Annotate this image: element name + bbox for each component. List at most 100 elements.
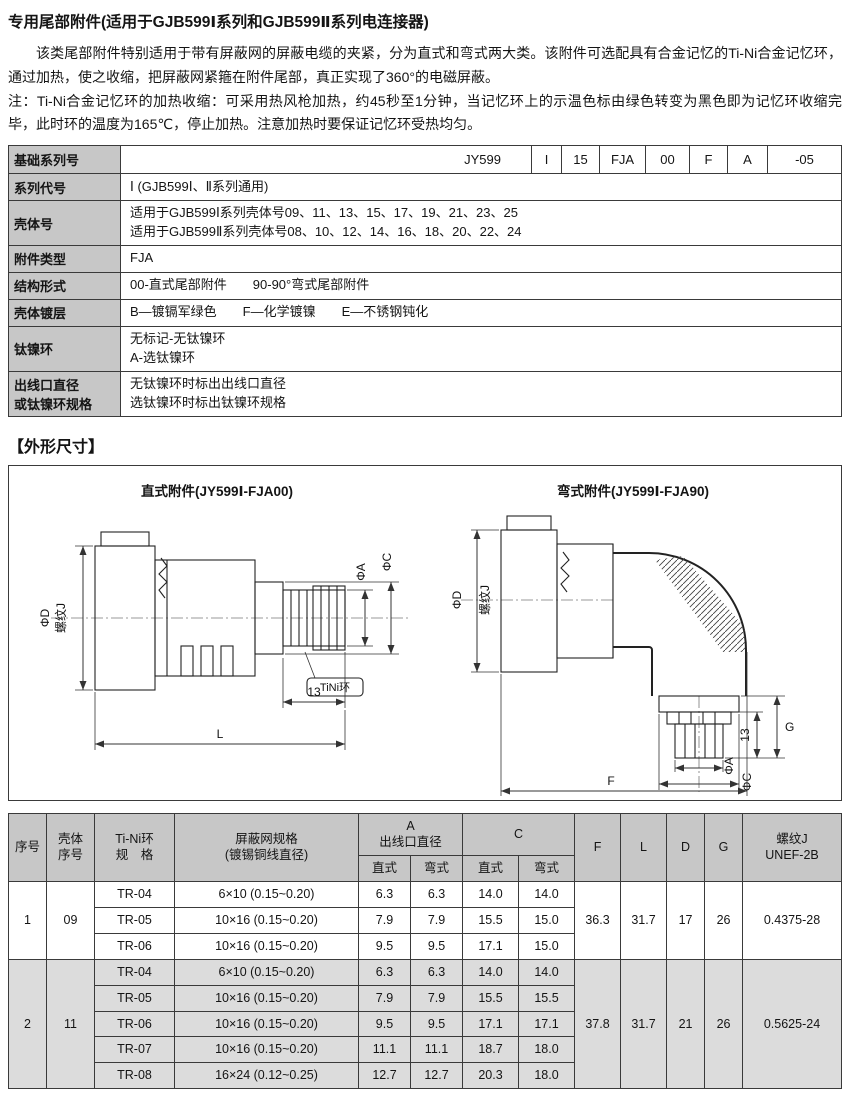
cell-index: 1 xyxy=(8,881,47,960)
ordering-row: 壳体镀层 B—镀镉军绿色 F—化学镀镍 E—不锈钢钝化 xyxy=(9,298,841,326)
ordering-code-table: 基础系列号 JY599 I 15 FJA 00 F A -05 系列代号 Ⅰ (… xyxy=(8,145,842,417)
phi-a-label: ΦA xyxy=(722,757,736,775)
subheader-c-bent: 弯式 xyxy=(518,855,576,883)
thread-symbol xyxy=(158,557,168,598)
cell-c-straight: 17.1 xyxy=(462,1010,520,1038)
straight-connector-outline xyxy=(94,531,346,691)
clamp-finger xyxy=(220,645,234,677)
cell-ring: TR-05 xyxy=(94,984,175,1012)
cell-c-bent: 17.1 xyxy=(518,1010,576,1038)
dim-g-label: G xyxy=(785,720,794,734)
cell-d: 21 xyxy=(666,958,706,1090)
straight-dimensions: ΦD 螺纹J ΦA ΦC TiNi环 xyxy=(38,545,399,750)
thread-j-label: 螺纹J xyxy=(478,585,492,615)
cell-a-straight: 9.5 xyxy=(358,1010,411,1038)
cell-g: 26 xyxy=(704,881,744,960)
ordering-row-label: 出线口直径 或钛镍环规格 xyxy=(9,371,121,416)
cell-ring: TR-06 xyxy=(94,932,175,960)
cell-a-bent: 6.3 xyxy=(409,881,464,909)
table-row: TR-06 10×16 (0.15~0.20) 9.5 9.5 17.1 17.… xyxy=(9,1010,842,1038)
cell-c-straight: 15.5 xyxy=(462,907,520,934)
table-row: 2 11 TR-04 6×10 (0.15~0.20) 6.3 6.3 14.0… xyxy=(8,958,842,1090)
cell-mesh: 10×16 (0.15~0.20) xyxy=(174,1036,359,1064)
cell-a-straight: 6.3 xyxy=(358,881,411,909)
base-series-code: JY599 xyxy=(464,152,501,168)
section-hatch-wedge xyxy=(655,555,745,652)
page-title: 专用尾部附件(适用于GJB599Ⅰ系列和GJB599Ⅱ系列电连接器) xyxy=(8,14,429,31)
cell-a-bent: 7.9 xyxy=(409,984,464,1012)
cell-c-bent: 18.0 xyxy=(518,1062,576,1090)
cell-d: 17 xyxy=(666,881,706,960)
col-header-l: L xyxy=(620,812,668,883)
dim-13-label: 13 xyxy=(738,728,752,742)
dimension-table: 序号 壳体 序号 Ti-Ni环 规 格 屏蔽网规格 (镀锡铜线直径) A 出线口… xyxy=(8,812,842,1090)
ordering-row-content: 00-直式尾部附件 90-90°弯式尾部附件 xyxy=(130,277,370,293)
ordering-row-label: 附件类型 xyxy=(9,245,121,272)
ordering-row-label: 结构形式 xyxy=(9,272,121,299)
cell-c-straight: 17.1 xyxy=(462,932,520,960)
code-segment-size: -05 xyxy=(767,146,841,174)
thread-j-label: 螺纹J xyxy=(54,603,68,633)
code-segment-plating: F xyxy=(689,146,727,174)
cell-g: 26 xyxy=(704,958,744,1090)
cell-c-bent: 15.5 xyxy=(518,984,576,1012)
cell-c-bent: 15.0 xyxy=(518,907,576,934)
elbow-drawing-title: 弯式附件(JY599Ⅰ-FJA90) xyxy=(556,483,710,499)
ordering-row-label: 壳体镀层 xyxy=(9,299,121,326)
cell-ring: TR-08 xyxy=(94,1062,175,1090)
ordering-row-label: 钛镍环 xyxy=(9,326,121,371)
cell-c-bent: 14.0 xyxy=(518,881,576,909)
cell-mesh: 10×16 (0.15~0.20) xyxy=(174,984,359,1012)
ordering-row: 结构形式 00-直式尾部附件 90-90°弯式尾部附件 xyxy=(9,271,841,299)
connector-body xyxy=(556,543,614,659)
outline-drawings-panel: 直式附件(JY599Ⅰ-FJA00) xyxy=(8,464,842,801)
col-header-g: G xyxy=(704,812,744,883)
ordering-row: 钛镍环 无标记-无钛镍环 A-选钛镍环 xyxy=(9,325,841,371)
phi-c-label: ΦC xyxy=(380,552,394,571)
subheader-a-bent: 弯式 xyxy=(409,855,464,883)
thread-symbol xyxy=(560,551,570,592)
cell-l: 31.7 xyxy=(620,958,668,1090)
dim-l-label: L xyxy=(217,727,224,741)
cell-c-straight: 14.0 xyxy=(462,958,520,986)
cell-a-straight: 7.9 xyxy=(358,907,411,934)
cell-c-bent: 14.0 xyxy=(518,958,576,986)
elbow-connector-outline xyxy=(500,515,747,759)
code-segment-type: FJA xyxy=(599,146,645,174)
elbow-dimensions: ΦD 螺纹J G 13 ΦA xyxy=(450,529,794,796)
cell-a-straight: 11.1 xyxy=(358,1036,411,1064)
ordering-code-row: 基础系列号 JY599 I 15 FJA 00 F A -05 xyxy=(9,146,841,174)
elbow-drawing: ΦD 螺纹J G 13 ΦA xyxy=(450,515,794,796)
col-header-thread: 螺纹J UNEF-2B xyxy=(742,812,842,883)
cell-a-bent: 6.3 xyxy=(409,958,464,986)
cell-ring: TR-04 xyxy=(94,881,175,909)
ordering-row-label: 系列代号 xyxy=(9,174,121,201)
cell-c-straight: 20.3 xyxy=(462,1062,520,1090)
cell-mesh: 6×10 (0.15~0.20) xyxy=(174,958,359,986)
tini-callout-box xyxy=(306,677,364,697)
code-segment-ring: A xyxy=(727,146,767,174)
cell-ring: TR-06 xyxy=(94,1010,175,1038)
phi-d-label: ΦD xyxy=(450,590,464,609)
code-segment-shell: 15 xyxy=(561,146,599,174)
cell-a-straight: 9.5 xyxy=(358,932,411,960)
code-segment-series: I xyxy=(531,146,561,174)
col-header-index: 序号 xyxy=(8,812,47,883)
table-row: TR-07 10×16 (0.15~0.20) 11.1 11.1 18.7 1… xyxy=(9,1036,842,1064)
knurled-coupling-nut xyxy=(500,529,558,673)
subheader-a-straight: 直式 xyxy=(358,855,411,883)
table-row: 1 09 TR-04 6×10 (0.15~0.20) 6.3 6.3 14.0… xyxy=(8,881,842,960)
clamp-finger xyxy=(180,645,194,677)
cell-c-straight: 15.5 xyxy=(462,984,520,1012)
ordering-row-content: 适用于GJB599Ⅰ系列壳体号09、11、13、15、17、19、21、23、2… xyxy=(130,205,522,240)
section-hatch-cap xyxy=(506,515,552,531)
ordering-row-content: 无钛镍环时标出出线口直径 选钛镍环时标出钛镍环规格 xyxy=(130,375,287,410)
col-header-mesh: 屏蔽网规格 (镀锡铜线直径) xyxy=(174,812,359,883)
straight-drawing-title: 直式附件(JY599Ⅰ-FJA00) xyxy=(140,483,294,499)
ordering-row: 附件类型 FJA xyxy=(9,244,841,272)
ordering-row-label: 壳体号 xyxy=(9,201,121,245)
cell-c-straight: 18.7 xyxy=(462,1036,520,1064)
cell-a-straight: 6.3 xyxy=(358,958,411,986)
dim-13-label: 13 xyxy=(307,685,321,699)
